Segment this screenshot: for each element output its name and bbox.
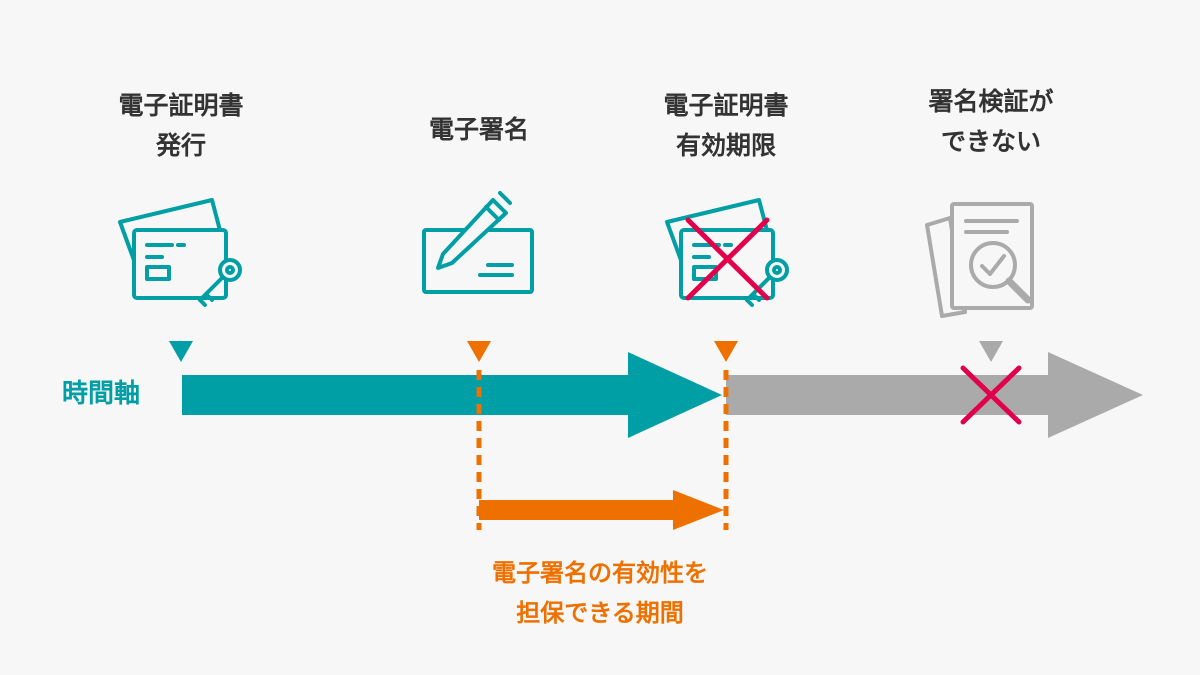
- pen-signature-icon: [422, 191, 534, 294]
- marker-issue: [169, 341, 193, 362]
- cross-mark-certificate-icon: [685, 217, 770, 301]
- milestone-label-expiry: 電子証明書 有効期限: [663, 86, 788, 166]
- milestone-verify-fail-line-1: 署名検証が: [928, 87, 1054, 116]
- certificate-key-icon: [118, 198, 242, 307]
- milestone-issue-line-2: 発行: [155, 131, 207, 160]
- milestone-label-verify-fail: 署名検証が できない: [928, 82, 1053, 162]
- cross-mark-timeline-icon: [960, 365, 1022, 425]
- milestone-label-issue: 電子証明書 発行: [118, 86, 243, 166]
- milestone-signature-line-1: 電子署名: [428, 115, 530, 144]
- timeline-arrow-valid: [182, 352, 722, 438]
- marker-signature: [467, 341, 491, 362]
- timeline-arrow-expired: [726, 352, 1143, 438]
- milestone-verify-fail-line-2: できない: [940, 127, 1042, 156]
- certificate-key-crossed-icon: [665, 198, 789, 307]
- axis-label: 時間軸: [62, 379, 141, 409]
- milestone-issue-line-1: 電子証明書: [118, 91, 244, 120]
- marker-expiry: [714, 341, 738, 362]
- validity-period-arrow: [479, 490, 724, 530]
- milestone-expiry-line-2: 有効期限: [675, 131, 777, 160]
- validity-period-line-1: 電子署名の有効性を: [492, 559, 708, 587]
- document-magnifier-icon: [925, 202, 1034, 318]
- validity-period-label: 電子署名の有効性を 担保できる期間: [492, 553, 708, 633]
- milestone-expiry-line-1: 電子証明書: [663, 91, 789, 120]
- validity-period-line-2: 担保できる期間: [516, 599, 684, 627]
- milestone-label-signature: 電子署名: [429, 110, 529, 150]
- marker-verify-fail: [979, 341, 1003, 362]
